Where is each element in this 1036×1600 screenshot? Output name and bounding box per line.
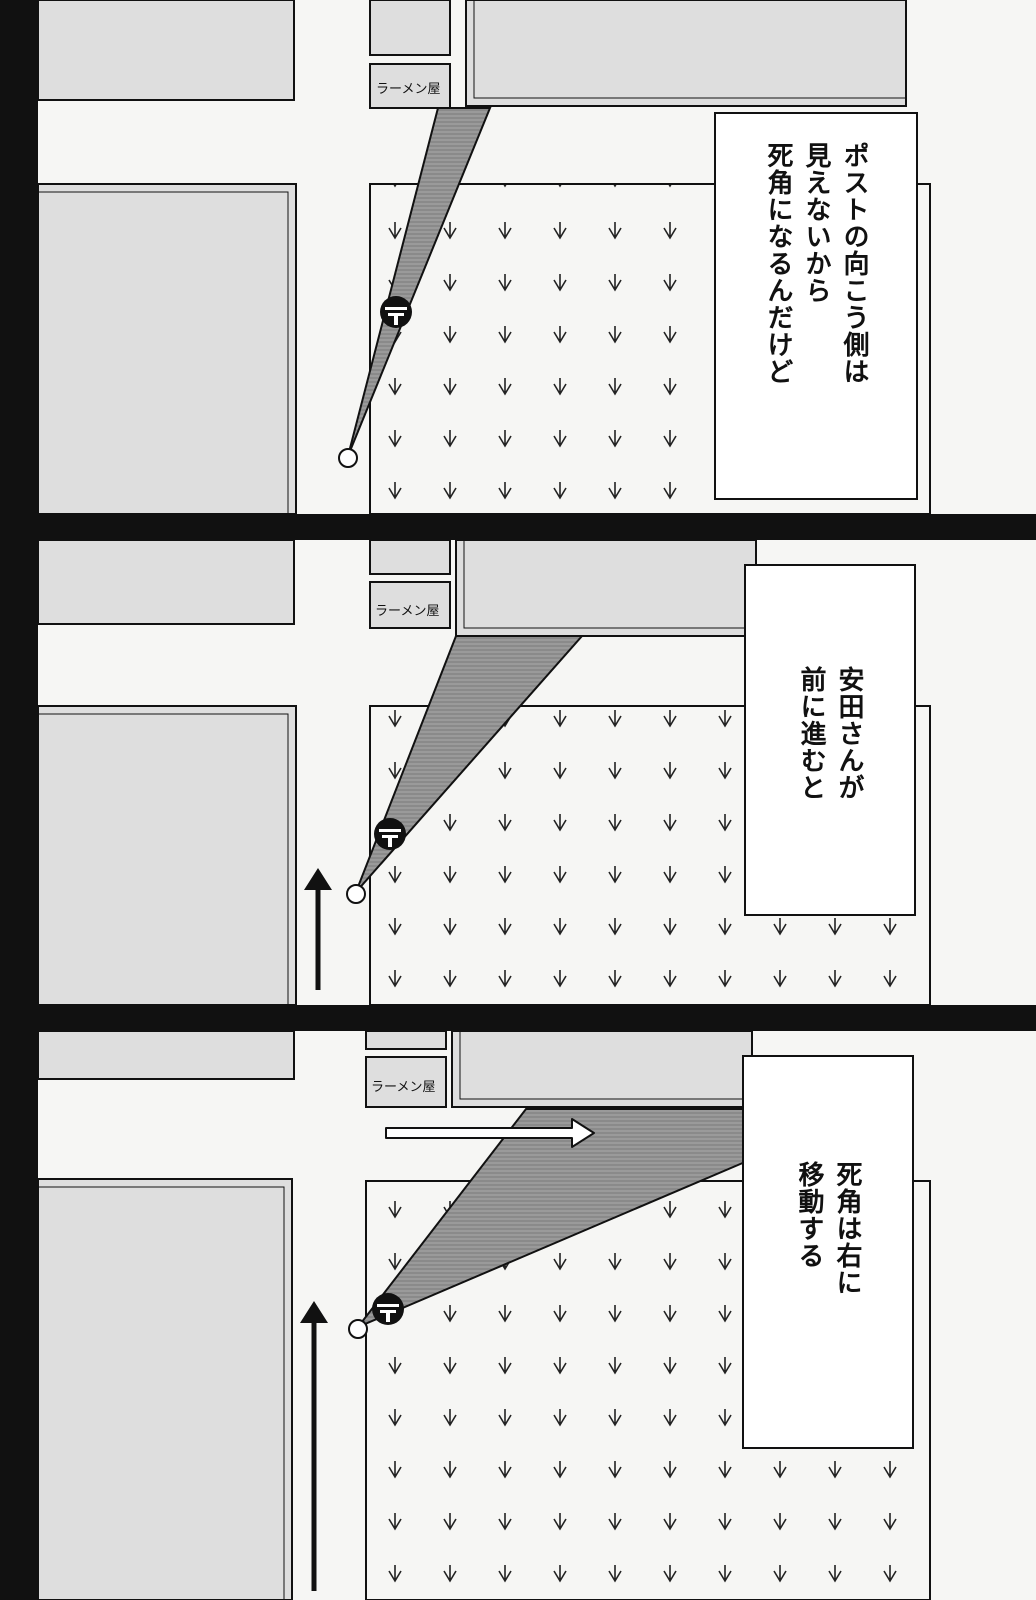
caption-text-2: 安田さんが 前に進むと — [792, 666, 868, 801]
panel-divider — [0, 514, 1036, 540]
building-block — [451, 1031, 753, 1108]
person-marker — [338, 448, 358, 468]
blind-spot-cone — [355, 635, 585, 893]
building-block — [38, 1178, 293, 1600]
caption-line: 移動する — [794, 1161, 824, 1269]
panel-divider — [0, 1005, 1036, 1031]
ramen-shop-box — [365, 1056, 447, 1108]
caption-line: ポストの向こう側は — [839, 142, 869, 385]
caption-text-3: 死角は右に 移動する — [790, 1161, 866, 1296]
person-marker — [348, 1319, 368, 1339]
caption-line: 死角は右に — [832, 1161, 862, 1296]
caption-box-1: ポストの向こう側は 見えないから 死角になるんだけど — [714, 112, 918, 500]
building-block — [38, 183, 297, 514]
building-block — [38, 705, 297, 1005]
mailbox-icon — [372, 1293, 404, 1325]
building-block — [465, 0, 907, 107]
building-block — [365, 1031, 447, 1050]
caption-box-3: 死角は右に 移動する — [742, 1055, 914, 1449]
panel-1: ラーメン屋 ポストの向こう側は 見えないから 死角になるんだけど — [38, 0, 1036, 514]
building-block — [38, 1031, 295, 1080]
caption-box-2: 安田さんが 前に進むと — [744, 564, 916, 916]
panel-2: ラーメン屋 安田さんが 前に進むと — [38, 540, 1036, 1005]
mailbox-icon — [380, 296, 412, 328]
ramen-shop-sign: ラーメン屋 — [376, 82, 441, 97]
mailbox-icon — [374, 818, 406, 850]
building-block — [38, 0, 295, 101]
forward-arrow-icon — [304, 868, 332, 990]
right-arrow-icon — [385, 1118, 595, 1148]
blind-spot-cone — [347, 107, 492, 457]
person-marker — [346, 884, 366, 904]
caption-line: 死角になるんだけど — [763, 142, 793, 385]
ramen-shop-box — [369, 63, 451, 109]
ramen-shop-sign: ラーメン屋 — [371, 1080, 436, 1095]
ramen-shop-box — [369, 581, 451, 629]
building-block — [369, 540, 451, 575]
building-block — [369, 0, 451, 56]
panel-1-map — [38, 0, 931, 514]
caption-line: 安田さんが — [834, 666, 864, 801]
building-block — [455, 540, 757, 637]
forward-arrow-icon — [300, 1301, 328, 1591]
ramen-shop-sign: ラーメン屋 — [375, 604, 440, 619]
caption-line: 前に進むと — [796, 666, 826, 801]
caption-text-1: ポストの向こう側は 見えないから 死角になるんだけど — [759, 142, 873, 385]
caption-line: 見えないから — [801, 142, 831, 304]
building-block — [38, 540, 295, 625]
panel-3: ラーメン屋 死角は右に 移動する — [38, 1031, 1036, 1600]
left-page-border — [0, 0, 38, 1600]
